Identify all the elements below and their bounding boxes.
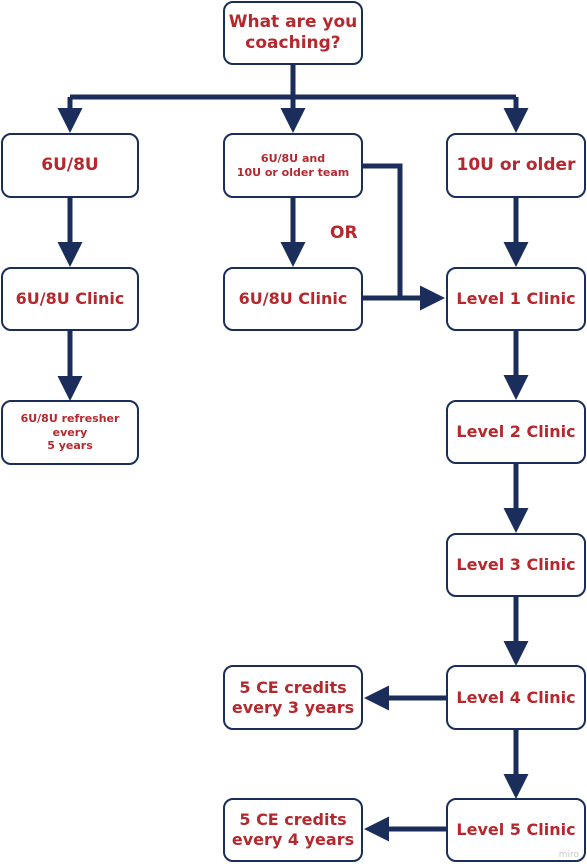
level4-label: Level 4 Clinic xyxy=(456,687,576,707)
level5-node: Level 5 Clinic xyxy=(446,798,586,862)
6u8u-node-label: 6U/8U xyxy=(41,154,99,175)
6u8u-clinic-left-node: 6U/8U Clinic xyxy=(1,267,139,331)
level3-node: Level 3 Clinic xyxy=(446,533,586,597)
ce4-node: 5 CE credits every 4 years xyxy=(223,798,363,862)
miro-watermark: miro xyxy=(558,850,579,860)
ce3-node: 5 CE credits every 3 years xyxy=(223,665,363,730)
refresher-line1: 6U/8U refresher every xyxy=(20,411,120,439)
ce4-line1: 5 CE credits xyxy=(239,810,347,829)
level3-label: Level 3 Clinic xyxy=(456,555,576,574)
refresher-node: 6U/8U refresher every 5 years xyxy=(1,400,139,465)
10u-older-node: 10U or older xyxy=(446,133,586,198)
6u8u-clinic-mid-node: 6U/8U Clinic xyxy=(223,267,363,331)
combined-team-line1: 6U/8U and xyxy=(260,151,326,165)
ce3-line1: 5 CE credits xyxy=(239,677,347,697)
start-node-line1: What are you xyxy=(228,11,358,32)
arrow-combined-to-level1 xyxy=(363,163,445,311)
level5-label: Level 5 Clinic xyxy=(456,820,576,839)
level2-node: Level 2 Clinic xyxy=(446,400,586,464)
6u8u-clinic-left-label: 6U/8U Clinic xyxy=(15,289,125,308)
10u-older-label: 10U or older xyxy=(456,154,576,175)
or-label: OR xyxy=(330,223,358,243)
6u8u-node: 6U/8U xyxy=(1,133,139,198)
6u8u-clinic-mid-label: 6U/8U Clinic xyxy=(238,289,348,308)
combined-team-node: 6U/8U and 10U or older team xyxy=(223,133,363,198)
level1-node: Level 1 Clinic xyxy=(446,267,586,331)
ce3-line2: every 3 years xyxy=(231,697,355,717)
refresher-line2: 5 years xyxy=(47,439,93,453)
level4-node: Level 4 Clinic xyxy=(446,665,586,730)
combined-team-line2: 10U or older team xyxy=(236,165,350,179)
start-node-line2: coaching? xyxy=(245,33,341,53)
level2-label: Level 2 Clinic xyxy=(456,422,576,441)
ce4-line2: every 4 years xyxy=(231,830,355,849)
level1-label: Level 1 Clinic xyxy=(456,289,576,308)
start-node: What are you coaching? xyxy=(223,1,363,65)
